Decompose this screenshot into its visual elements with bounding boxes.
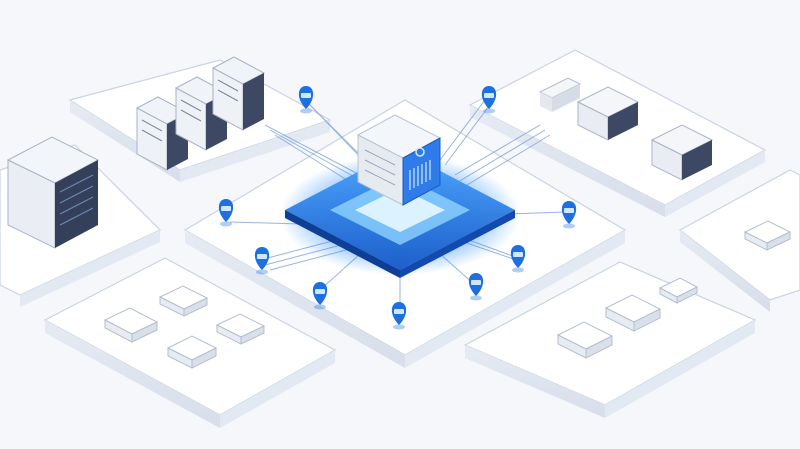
location-pin-icon — [510, 245, 526, 273]
router-device — [743, 220, 792, 251]
location-pin-icon — [298, 86, 314, 114]
location-pin-icon — [561, 201, 577, 229]
router-device — [158, 285, 209, 317]
node-pins — [218, 86, 577, 330]
switch-device — [538, 77, 582, 112]
location-pin-icon — [468, 273, 484, 301]
router-device — [215, 313, 266, 345]
server-rack-group-top-left — [135, 56, 266, 171]
central-processor — [280, 150, 520, 278]
server-box — [650, 124, 714, 181]
small-devices — [103, 220, 792, 369]
router-device — [556, 321, 614, 359]
devices-top-right — [538, 77, 714, 181]
location-pin-icon — [481, 86, 497, 114]
server-box — [576, 86, 640, 141]
router-device — [166, 335, 218, 369]
server-rack-left — [6, 136, 100, 249]
router-device — [103, 307, 159, 343]
router-device — [604, 294, 662, 332]
server-tower — [211, 56, 266, 131]
location-pin-icon — [312, 282, 328, 310]
location-pin-icon — [391, 302, 407, 330]
central-server — [356, 114, 442, 206]
router-device — [658, 277, 699, 304]
location-pin-icon — [218, 199, 234, 227]
location-pin-icon — [254, 247, 270, 275]
